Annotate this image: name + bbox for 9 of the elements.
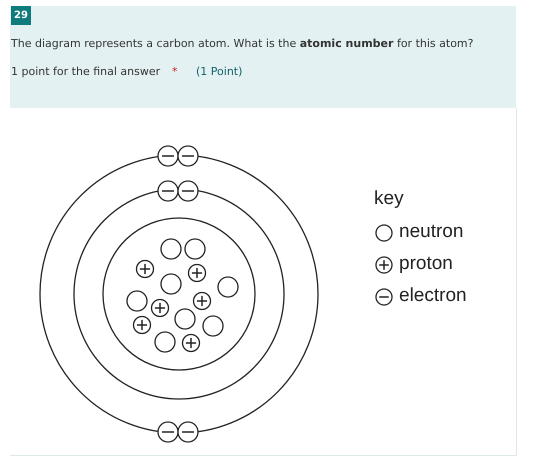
points-value: (1 Point) [196, 65, 242, 78]
question-text: The diagram represents a carbon atom. What is the atomic number for this atom? [11, 37, 474, 50]
required-mark: * [172, 65, 178, 78]
points-note: 1 point for the final answer [11, 65, 160, 78]
legend-label: proton [399, 253, 453, 275]
legend-label: neutron [399, 221, 464, 243]
question-number: 29 [11, 6, 31, 25]
legend-label: electron [399, 285, 467, 307]
key-heading: key [374, 188, 404, 210]
